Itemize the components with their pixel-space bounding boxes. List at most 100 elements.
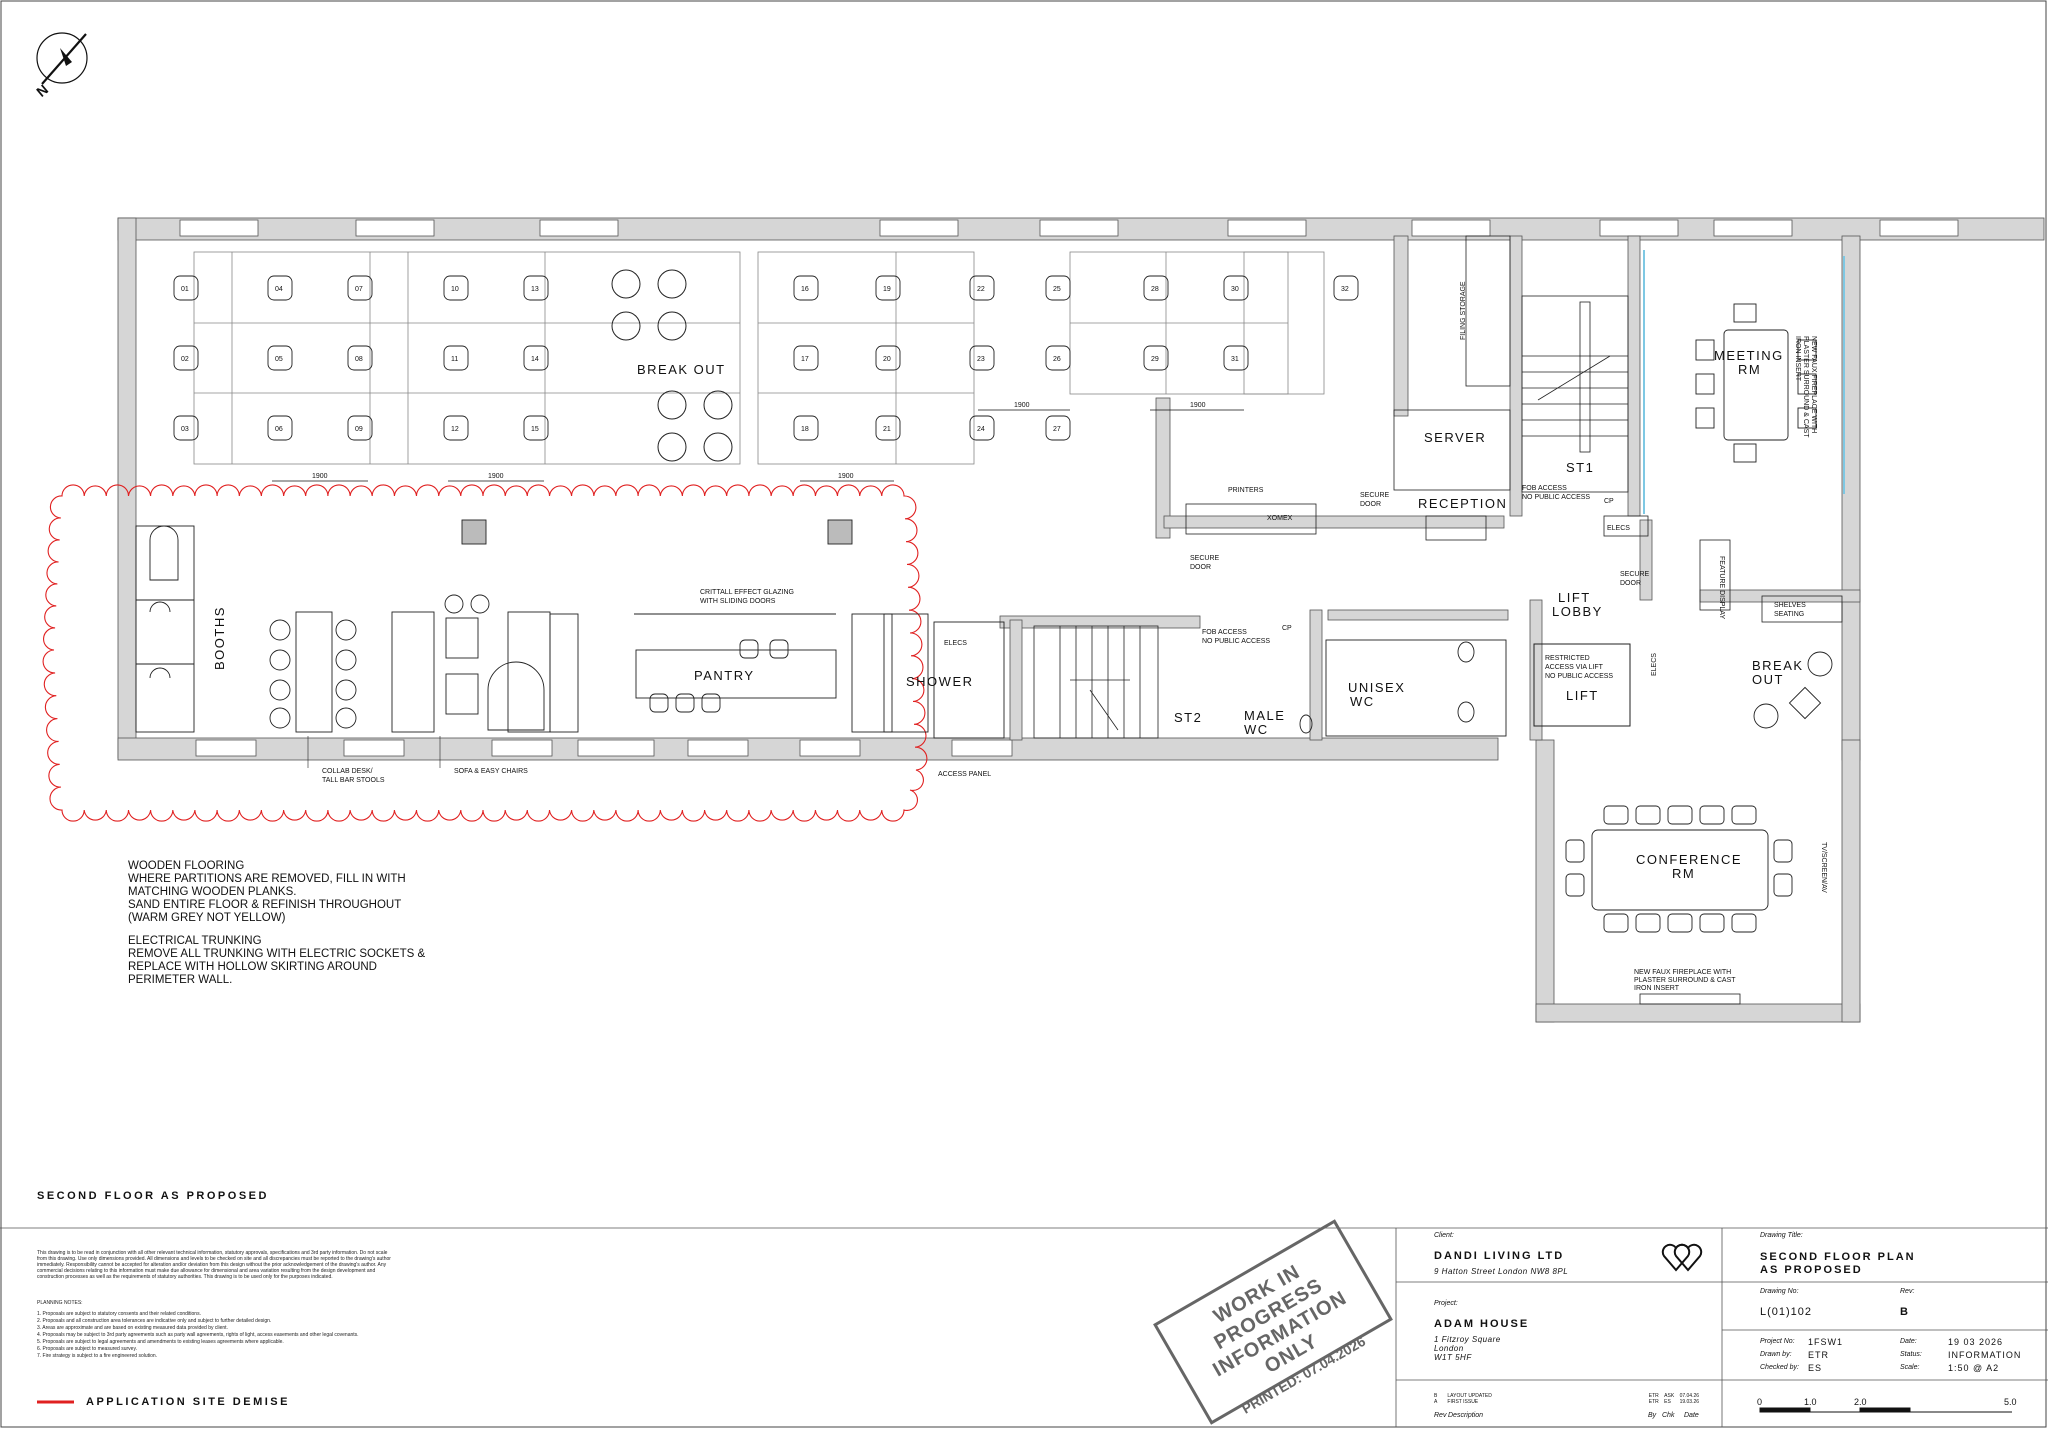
label-cp-2: CP [1282,625,1292,632]
label-access-panel: ACCESS PANEL [938,771,991,778]
project-name: ADAM HOUSE [1434,1318,1530,1330]
label-filing: FILING STORAGE [1460,281,1467,340]
desk-number: 27 [1053,426,1061,433]
conference-chair [1667,913,1693,933]
dandi-logo-icon [1661,1243,1703,1272]
label-restricted-3: NO PUBLIC ACCESS [1545,673,1613,680]
desk-chair [347,415,373,441]
label-restricted-1: RESTRICTED [1545,655,1590,662]
desk-chair [875,415,901,441]
rev-row-b-date: 07.04.26 [1679,1393,1700,1399]
desk-number: 12 [451,426,459,433]
label-fireplace-right-3: IRON INSERT [1794,336,1801,382]
legend-label: APPLICATION SITE DEMISE [86,1396,290,1408]
desk-number: 16 [801,286,809,293]
desk-number: 10 [451,286,459,293]
room-reception: RECEPTION [1418,496,1507,511]
scale-value: 1:50 @ A2 [1948,1363,2000,1373]
sheet-title: SECOND FLOOR AS PROPOSED [37,1190,269,1202]
room-male-wc-1: MALE [1244,708,1285,723]
project-no-label: Project No: [1760,1338,1795,1345]
desk-chair [523,345,549,371]
desk-number: 06 [275,426,283,433]
lift-shaft [1533,643,1631,727]
drawing-no: L(01)102 [1760,1306,1813,1318]
desk-number: 29 [1151,356,1159,363]
desk-number: 30 [1231,286,1239,293]
desk-number: 11 [451,356,458,363]
desk-chair [793,415,819,441]
label-fireplace-right-2: PLASTER SURROUND & CAST [1802,336,1809,438]
shelves [1761,595,1843,623]
desk-chair [173,415,199,441]
rev-head-desc: Description [1448,1412,1484,1419]
label-fireplace-bottom-3: IRON INSERT [1634,985,1680,992]
status-label: Status: [1900,1351,1922,1358]
label-fireplace-bottom-2: PLASTER SURROUND & CAST [1634,977,1736,984]
rev-row-a-desc: FIRST ISSUE [1447,1399,1479,1405]
project-addr-2: London [1434,1344,1464,1353]
desk-chair [173,345,199,371]
collab-table [269,611,357,733]
elecs-cupboard-1 [1603,515,1649,537]
desk-chair [523,275,549,301]
checked-value: ES [1808,1363,1823,1373]
desk-chair [267,415,293,441]
room-meeting-2: RM [1738,362,1761,377]
label-feature-display: FEATURE DISPLAY [1718,556,1725,619]
windows-top [179,219,1959,237]
server-room [1393,409,1511,491]
label-secure-door-1b: DOOR [1360,501,1381,508]
rev-label: Rev: [1900,1288,1915,1295]
dim-1900-4: 1900 [1014,402,1030,409]
label-tv-screen: TV/SCREEN/AV [1820,842,1827,893]
sofa-area [391,519,853,733]
planning-note-2: 2. Proposals and all construction area t… [37,1318,272,1324]
desk-chair [347,345,373,371]
label-elecs-1: ELECS [1607,525,1630,532]
desk-chair [1143,345,1169,371]
room-lift-lobby-2: LOBBY [1552,604,1603,619]
conference-fireplace [1639,993,1741,1005]
drawn-label: Drawn by: [1760,1351,1792,1358]
label-sofa: SOFA & EASY CHAIRS [454,768,528,775]
desk-chair [1223,275,1249,301]
conference-chair [1731,805,1757,825]
client-address: 9 Hatton Street London NW8 8PL [1434,1267,1569,1276]
conference-chair [1635,805,1661,825]
rev-row-b-chk: ASK [1664,1393,1675,1399]
disclaimer-text: This drawing is to be read in conjunctio… [37,1250,391,1280]
room-shower: SHOWER [906,674,974,689]
desk-number: 31 [1231,356,1239,363]
room-conference-1: CONFERENCE [1636,852,1742,867]
label-secure-door-2b: DOOR [1190,564,1211,571]
project-addr-1: 1 Fitzroy Square [1434,1335,1501,1344]
room-meeting-1: MEETING [1714,348,1784,363]
room-conference-2: RM [1672,866,1695,881]
dimensions [272,409,1244,482]
rev-head-rev: Rev [1434,1412,1447,1419]
room-break-out-small-2: OUT [1752,672,1784,687]
desk-number: 01 [181,286,189,293]
dim-1900-2: 1900 [488,473,504,480]
desk-number: 04 [275,286,283,293]
conference-chairs [1565,805,1793,933]
planning-notes: PLANNING NOTES: 1. Proposals are subject… [37,1300,392,1360]
planning-note-1: 1. Proposals are subject to statutory co… [37,1311,201,1317]
desk-number: 17 [801,356,809,363]
desk-number: 03 [181,426,189,433]
label-xomex: XOMEX [1267,515,1293,522]
conference-chair [1603,805,1629,825]
rev-row-a-by: ETR [1648,1399,1659,1405]
note-flooring: WOODEN FLOORING WHERE PARTITIONS ARE REM… [128,860,406,924]
note-trunking: ELECTRICAL TRUNKING REMOVE ALL TRUNKING … [128,935,426,986]
title-block-frame [0,1227,2048,1427]
desk-chair [969,345,995,371]
checked-label: Checked by: [1760,1364,1799,1371]
desk-number: 14 [531,356,539,363]
room-server: SERVER [1424,430,1486,445]
desk-chair [875,275,901,301]
windows-bottom [195,739,1013,757]
